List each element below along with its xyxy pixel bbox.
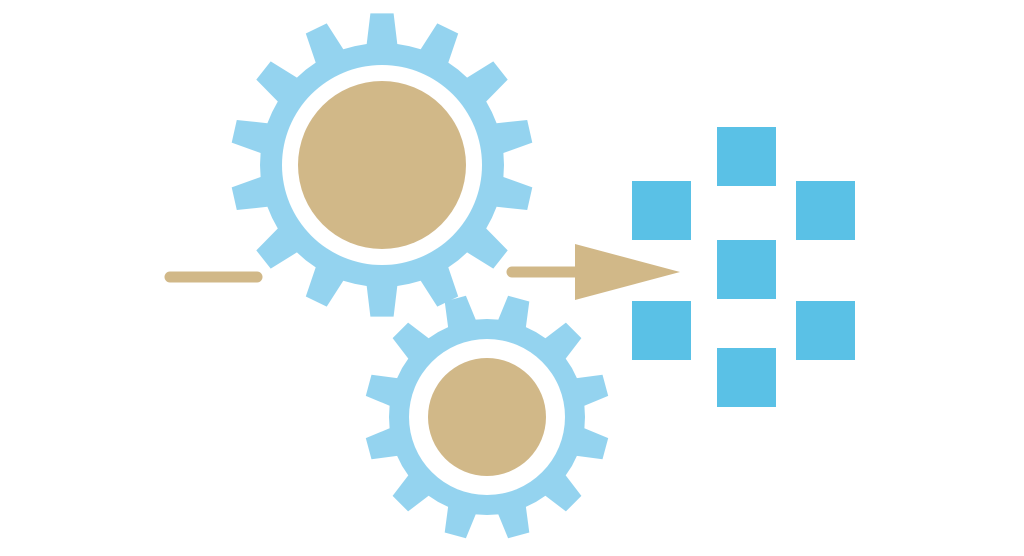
dot-grid-square: [717, 127, 776, 186]
arrow-head: [575, 244, 680, 300]
dot-grid-square: [717, 240, 776, 299]
large-gear-icon: [231, 13, 533, 317]
dot-grid-square: [632, 181, 691, 240]
dot-grid-square: [796, 301, 855, 360]
dot-grid-square: [717, 348, 776, 407]
arrow-right-icon: [506, 244, 680, 300]
small-gear-icon: [365, 295, 609, 539]
small-gear-hub: [428, 358, 546, 476]
large-gear-hub: [298, 81, 466, 249]
dot-grid-square: [632, 301, 691, 360]
dot-grid-square: [796, 181, 855, 240]
dot-grid-icon: [632, 127, 855, 407]
